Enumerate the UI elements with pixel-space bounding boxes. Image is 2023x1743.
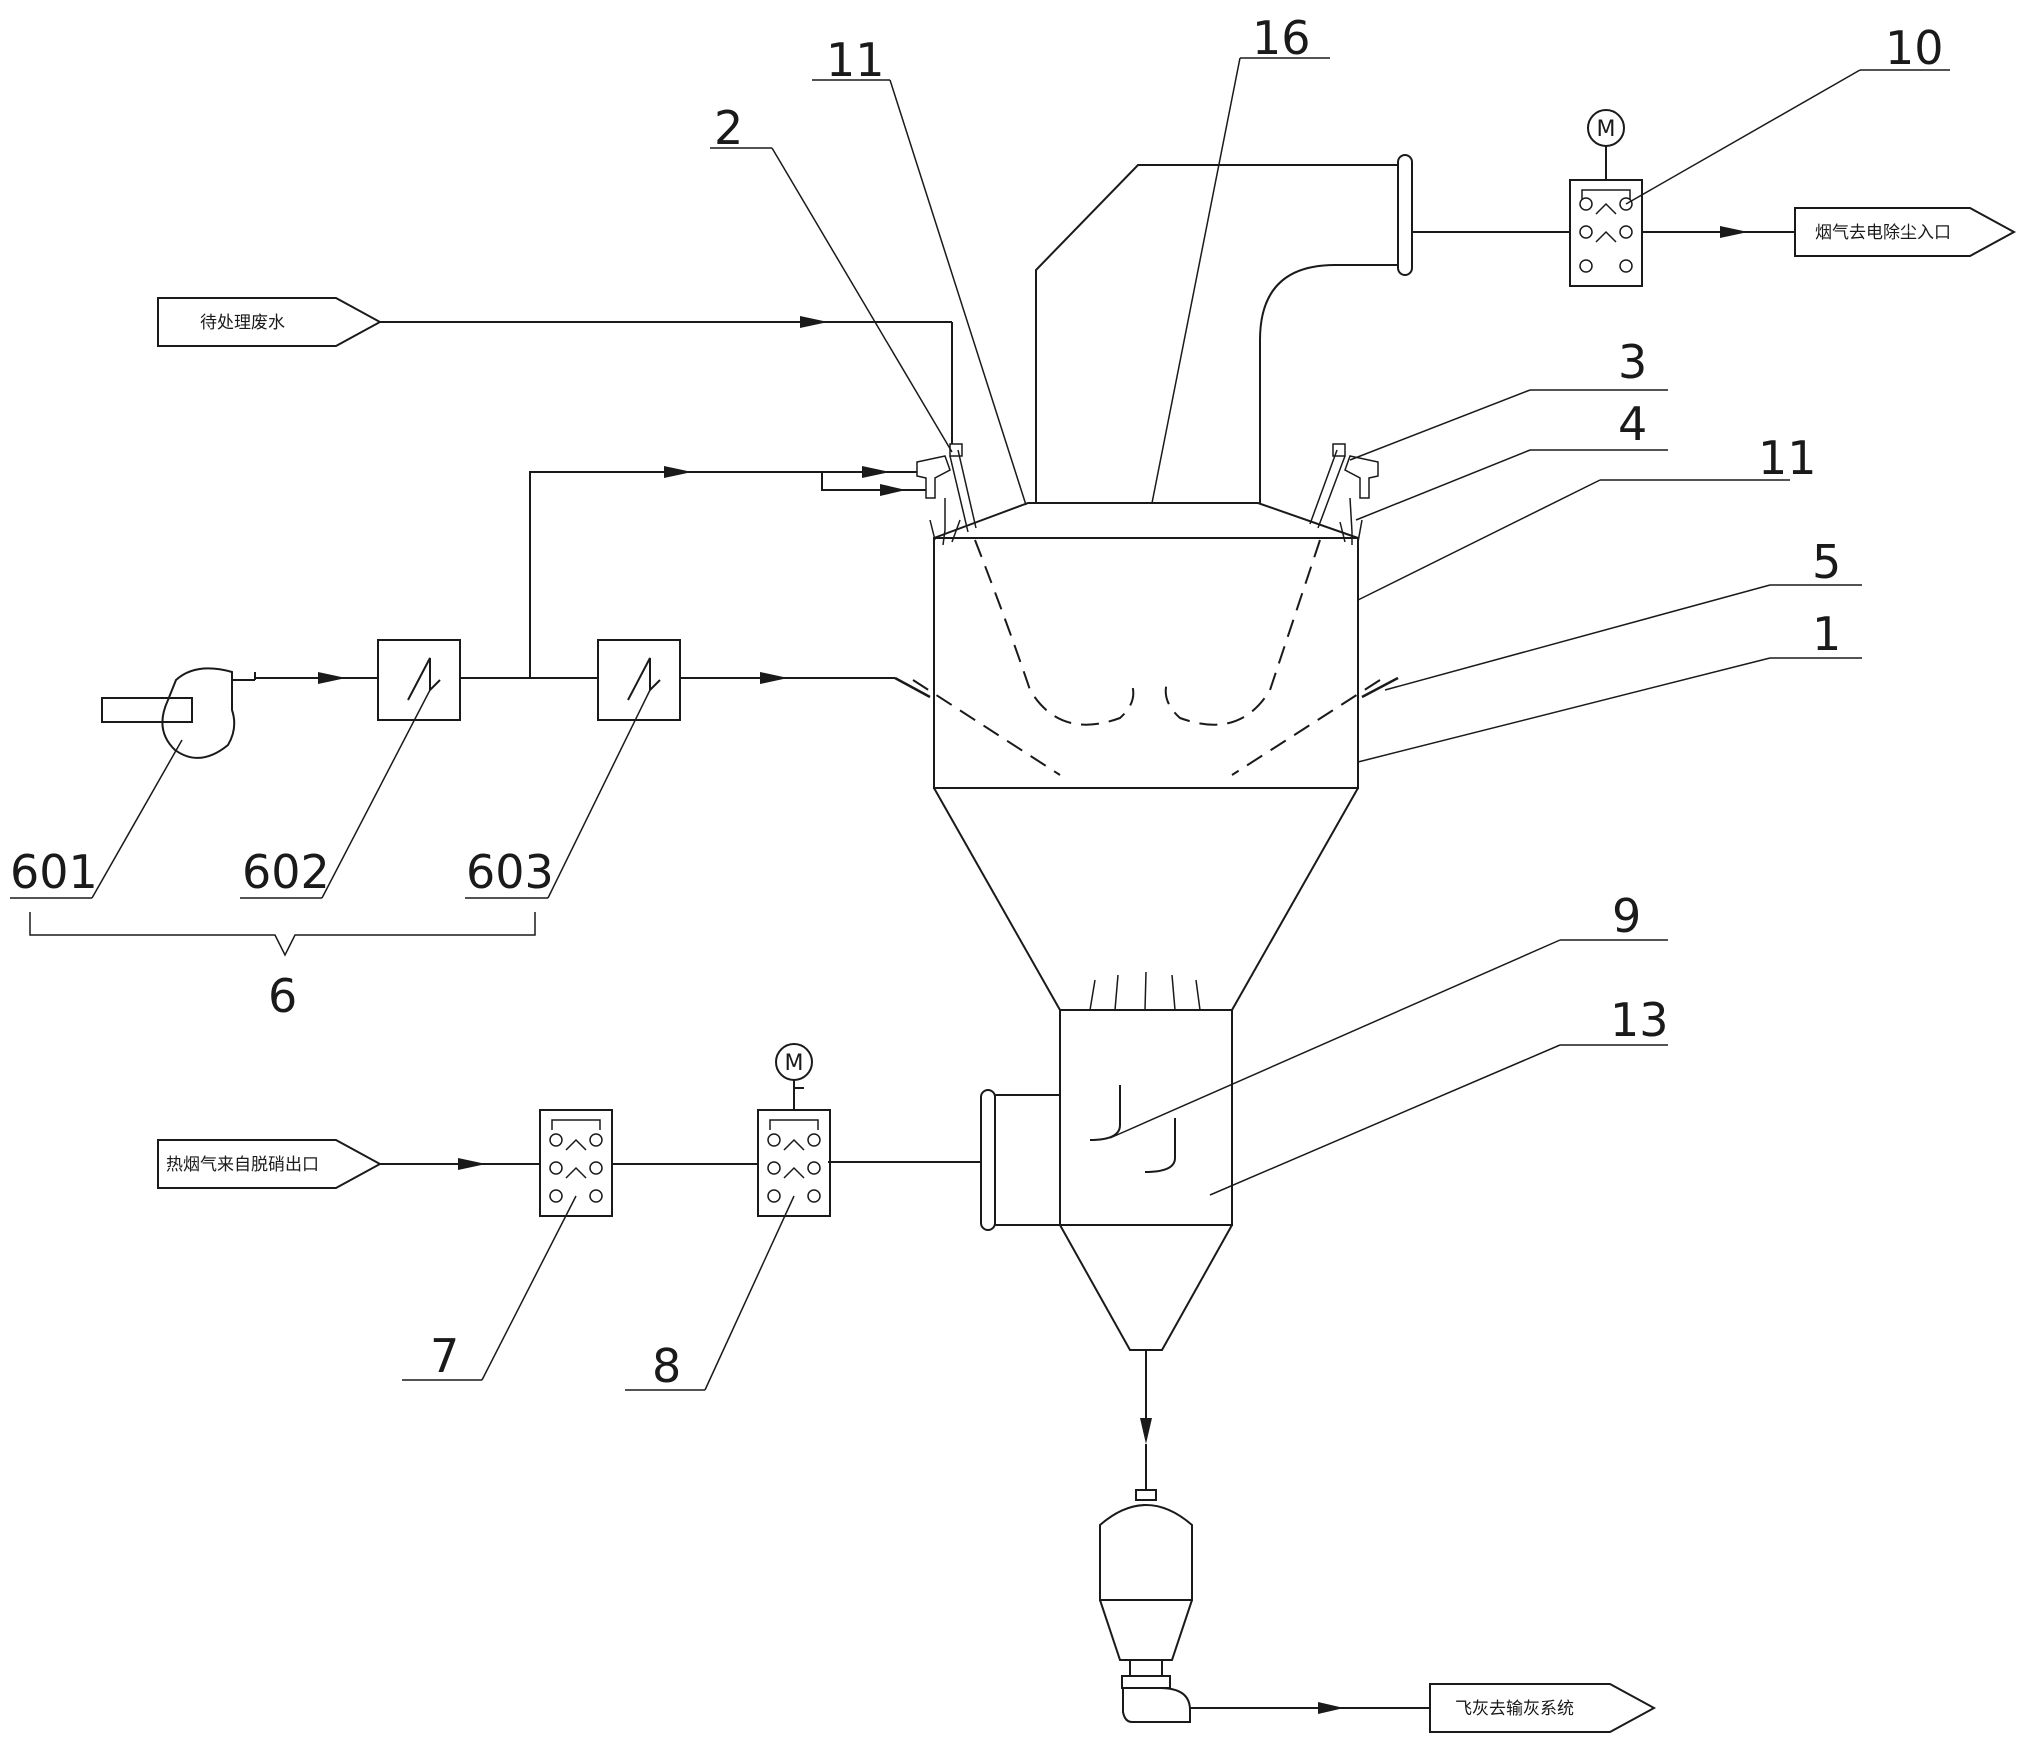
lower-inlet bbox=[828, 1089, 1060, 1231]
side-nozzle-left bbox=[894, 676, 931, 699]
waste-water-line bbox=[157, 297, 953, 444]
callout-16: 16 bbox=[1252, 11, 1311, 65]
outlet-duct bbox=[1035, 154, 1570, 503]
callout-9: 9 bbox=[1612, 889, 1641, 943]
callout-1: 1 bbox=[1812, 607, 1841, 661]
side-nozzle-right bbox=[1361, 676, 1399, 699]
fly-ash-box bbox=[1400, 1683, 1657, 1733]
callout-10: 10 bbox=[1885, 21, 1944, 75]
top-nozzle-right bbox=[1309, 443, 1379, 545]
ash-discharge bbox=[1099, 1350, 1400, 1723]
callout-13: 13 bbox=[1610, 993, 1669, 1047]
callout-6: 6 bbox=[268, 969, 297, 1023]
top-nozzle-left bbox=[916, 443, 977, 546]
callout-11-top: 11 bbox=[826, 33, 885, 87]
label-hot-flue-in: 热烟气来自脱硝出口 bbox=[166, 1155, 319, 1175]
motor-label-8: M bbox=[785, 1051, 804, 1076]
callout-7: 7 bbox=[430, 1329, 459, 1383]
callout-11-right: 11 bbox=[1758, 431, 1817, 485]
callout-8: 8 bbox=[652, 1339, 681, 1393]
lower-chamber bbox=[1059, 971, 1233, 1351]
label-fly-ash-out: 飞灰去输灰系统 bbox=[1455, 1699, 1574, 1719]
callout-601: 601 bbox=[10, 845, 98, 899]
blower-601 bbox=[101, 667, 256, 759]
label-waste-water: 待处理废水 bbox=[200, 313, 285, 333]
valve-10 bbox=[1569, 109, 2017, 287]
callout-2: 2 bbox=[714, 101, 743, 155]
callout-4: 4 bbox=[1618, 397, 1647, 451]
callout-3: 3 bbox=[1618, 335, 1647, 389]
label-flue-to-esp: 烟气去电除尘入口 bbox=[1815, 223, 1951, 243]
callout-5: 5 bbox=[1812, 535, 1841, 589]
air-line bbox=[255, 466, 926, 721]
hot-flue-line bbox=[157, 1043, 831, 1217]
callout-603: 603 bbox=[466, 845, 554, 899]
tower-body bbox=[933, 502, 1359, 1011]
spray-pattern bbox=[912, 539, 1381, 776]
callout-leaders bbox=[10, 57, 1950, 1391]
motor-label-10: M bbox=[1597, 117, 1616, 142]
callout-602: 602 bbox=[242, 845, 330, 899]
